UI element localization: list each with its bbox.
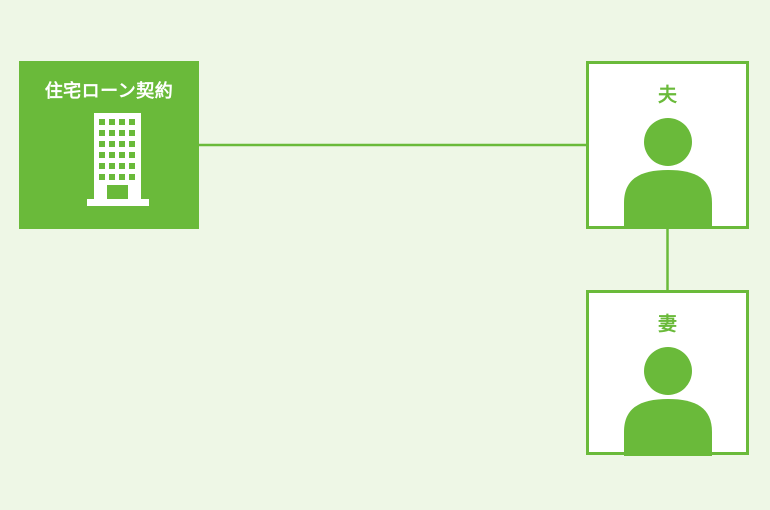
office-building-icon [87,113,149,206]
husband-label: 夫 [657,84,677,106]
person-icon [624,118,712,227]
mortgage-contract-label: 住宅ローン契約 [44,81,174,102]
wife-box: 妻 [586,290,749,456]
husband-box: 夫 [586,61,749,229]
person-icon [624,347,712,456]
wife-label: 妻 [657,313,677,335]
mortgage-contract-box: 住宅ローン契約 [19,61,199,229]
